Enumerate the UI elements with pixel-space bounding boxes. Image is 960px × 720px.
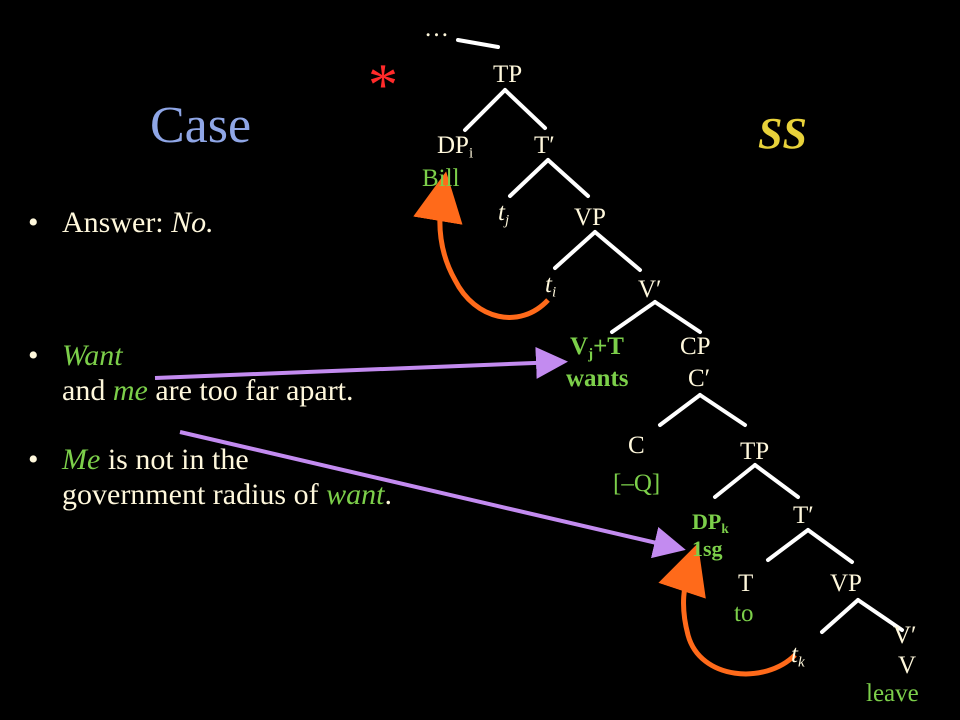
ss-label: SS	[758, 109, 807, 158]
branch-tbar2-vp	[806, 528, 854, 564]
branch-vp-vbar	[593, 230, 642, 272]
branch-tp-tbar	[503, 88, 547, 130]
node-c: C	[628, 432, 645, 459]
node-v-bar-2: V′	[893, 622, 917, 649]
node-wants: wants	[566, 365, 629, 392]
bullet-word-me: me	[112, 374, 148, 407]
node-dp-i: DPi	[437, 132, 474, 162]
node-vp-2: VP	[830, 570, 862, 597]
branch-cbar-c	[658, 393, 702, 427]
node-leave: leave	[866, 680, 919, 707]
branch-tp2-dp	[713, 463, 757, 499]
node-dp-k: DPk	[692, 509, 729, 536]
node-trace-k: tk	[791, 641, 805, 671]
node-t-bar-2: T′	[793, 502, 814, 529]
bullet-government-text: is not in the government radius of	[62, 443, 327, 511]
bullet-dot: •	[28, 206, 39, 239]
branch-vp-ti	[553, 230, 597, 270]
node-v-2: V	[898, 652, 917, 679]
bullet-government-radius: • Me is not in the government radius of …	[28, 442, 398, 512]
node-tp-2: TP	[740, 438, 770, 465]
bullet-answer-prefix: Answer:	[62, 206, 172, 239]
branch-tbar-tj	[508, 158, 550, 198]
bullet-too-far: • Want and me are too far apart.	[28, 338, 398, 408]
branch-tbar2-t	[766, 528, 810, 562]
branch-tp-dp	[463, 88, 507, 132]
bullet-word-want-2: want	[326, 478, 385, 511]
node-to: to	[734, 600, 754, 627]
ungrammatical-star: *	[368, 52, 398, 118]
branch-vbar-cp	[653, 300, 702, 334]
branch-vp2-vbar	[856, 598, 904, 632]
bullet-word-want: Want	[62, 339, 123, 372]
branch-tbar-vp	[546, 158, 590, 198]
node-trace-j: tj	[498, 199, 510, 229]
bullet-too-far-rest: are too far apart.	[147, 374, 354, 407]
bullet-answer: • Answer: No.	[28, 205, 398, 240]
branch-top-ellipsis	[456, 38, 500, 49]
node-bill: Bill	[422, 165, 460, 192]
pointer-arrow-want	[154, 346, 568, 380]
bullet-dot: •	[28, 339, 39, 372]
branch-vp2-tk	[820, 598, 860, 634]
node-vj-plus-t: Vj+T	[570, 333, 624, 363]
pointer-arrow-me	[179, 430, 686, 559]
tree-ellipsis: …	[424, 15, 449, 42]
bullet-dot: •	[28, 443, 39, 476]
node-neg-q-feature: [–Q]	[613, 470, 661, 497]
bullet-word-me-cap: Me	[62, 443, 101, 476]
bullet-period: .	[384, 478, 392, 511]
bullet-too-far-and: and	[62, 374, 113, 407]
movement-arrow-lower	[658, 543, 797, 677]
movement-arrow-upper	[413, 171, 550, 320]
node-v-bar-1: V′	[638, 276, 662, 303]
branch-tp2-tbar	[753, 463, 800, 499]
node-1sg: 1sg	[692, 536, 723, 561]
slide-title: Case	[150, 97, 252, 154]
node-vp-1: VP	[574, 204, 606, 231]
node-c-bar: C′	[688, 365, 711, 392]
branch-cbar-tp	[698, 393, 747, 427]
node-cp: CP	[680, 333, 711, 360]
node-t-bar-1: T′	[534, 132, 555, 159]
branch-vbar-v	[610, 300, 657, 334]
node-trace-i: ti	[545, 271, 557, 301]
node-tp-top: TP	[493, 61, 523, 88]
node-t-2: T	[738, 570, 754, 597]
bullet-answer-no: No.	[171, 206, 214, 239]
bullet-list: • Answer: No. • Want and me are too far …	[28, 205, 398, 512]
